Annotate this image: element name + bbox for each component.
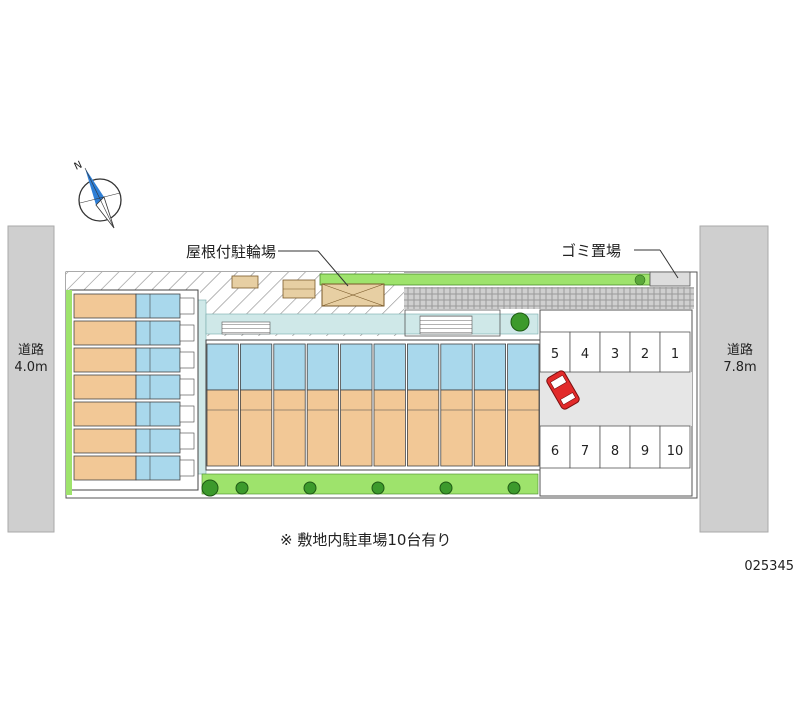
green-hedge-top [319, 273, 651, 286]
parking-space: 5 [539, 331, 571, 373]
tree-icon [201, 479, 219, 497]
apartment-unit [73, 293, 195, 319]
parking-space: 4 [569, 331, 601, 373]
parking-space: 9 [629, 425, 661, 469]
parking-space: 2 [629, 331, 661, 373]
right-road-label-line2: 7.8m [723, 360, 756, 375]
stairs-left [221, 321, 271, 335]
parking-space-number: 8 [611, 444, 619, 459]
apartment-unit [507, 343, 540, 467]
parking-space: 6 [539, 425, 571, 469]
compass-icon: N [73, 160, 122, 229]
apartment-unit [73, 455, 195, 481]
tree-icon [371, 481, 385, 495]
parking-space: 7 [569, 425, 601, 469]
apartment-unit [406, 343, 440, 467]
parking-space-number: 5 [551, 347, 559, 362]
covered-bicycle-parking [231, 275, 385, 307]
common-area-left [197, 299, 207, 475]
apartment-unit [473, 343, 507, 467]
garbage-area-callout: ゴミ置場 [561, 242, 679, 279]
bicycle-parking-callout: 屋根付駐輪場 [186, 243, 349, 287]
green-hedge-bottom [201, 473, 539, 495]
apartment-unit [340, 343, 373, 467]
parking-space: 10 [659, 425, 691, 469]
apartment-unit [73, 374, 195, 400]
apartment-unit [73, 347, 195, 373]
apartment-unit [373, 343, 406, 467]
bicycle-parking-label: 屋根付駐輪場 [186, 243, 276, 261]
stairs-center [419, 315, 473, 335]
tree-icon [439, 481, 453, 495]
left-road-label-line1: 道路 [18, 342, 44, 358]
apartment-unit [239, 343, 273, 467]
parking-space: 8 [599, 425, 631, 469]
parking-space: 3 [599, 331, 631, 373]
garbage-area [634, 271, 691, 287]
apartment-unit [73, 320, 195, 346]
parking-space: 1 [659, 331, 691, 373]
left-building [69, 289, 199, 491]
property-code: 025345 [744, 559, 794, 574]
tree-icon [507, 481, 521, 495]
compass-north-label: N [73, 160, 84, 173]
green-strip-left [66, 290, 72, 495]
right-road: 道路 7.8m [699, 225, 769, 533]
left-road-label-line2: 4.0m [14, 360, 47, 375]
paved-walkway [404, 287, 694, 309]
center-building [205, 339, 541, 471]
parking-space-number: 9 [641, 444, 649, 459]
parking-space-number: 4 [581, 347, 589, 362]
parking-space-number: 1 [671, 347, 679, 362]
parking-space-number: 6 [551, 444, 559, 459]
parking-space-number: 3 [611, 347, 619, 362]
tree-icon-group [201, 312, 530, 497]
tree-icon [235, 481, 249, 495]
apartment-unit [440, 343, 473, 467]
entrance-block [404, 309, 501, 337]
tree-icon [303, 481, 317, 495]
apartment-unit [206, 343, 239, 467]
parking-space-number: 2 [641, 347, 649, 362]
apartment-unit [306, 343, 340, 467]
left-road: 道路 4.0m [7, 225, 55, 533]
garbage-area-label: ゴミ置場 [561, 242, 621, 260]
tree-icon [510, 312, 530, 332]
apartment-unit [73, 401, 195, 427]
parking-space-number: 10 [667, 444, 684, 459]
hatched-area-left-strip [66, 272, 204, 290]
apartment-unit [273, 343, 306, 467]
parking-note: ※ 敷地内駐車場10台有り [280, 531, 451, 549]
right-road-label-line1: 道路 [727, 342, 753, 358]
apartment-unit [73, 428, 195, 454]
car-icon [546, 370, 580, 410]
parking-space-number: 7 [581, 444, 589, 459]
